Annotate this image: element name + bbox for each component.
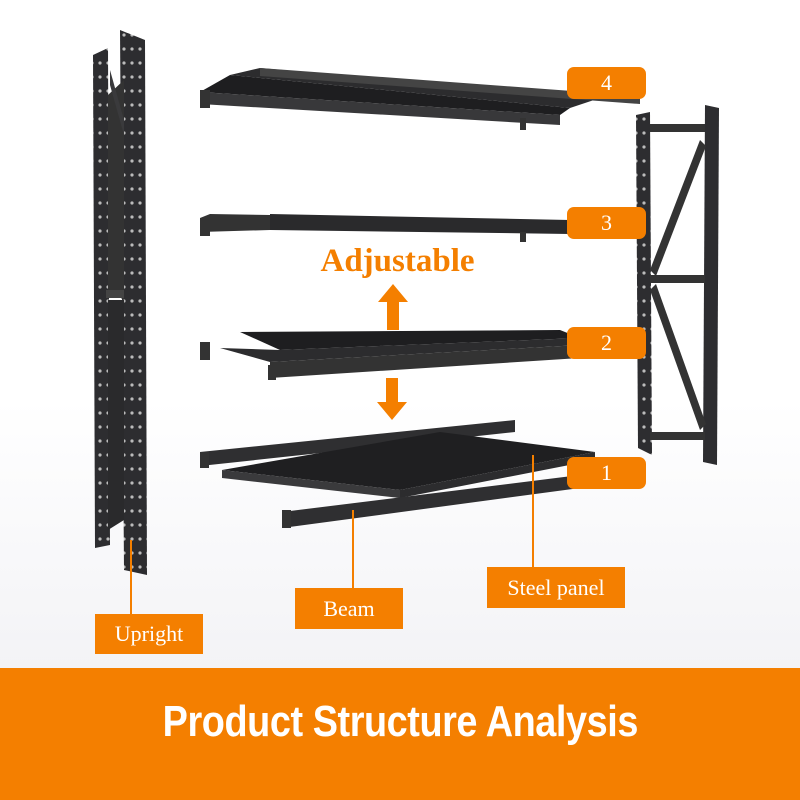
adjustable-label: Adjustable xyxy=(320,243,475,279)
shelf-level-1 xyxy=(200,420,595,528)
upright-leader-line xyxy=(130,540,132,614)
level-2-badge: 2 xyxy=(567,327,646,359)
product-illustration: 4 3 2 1 Adjustable Steel panel Beam Upri… xyxy=(0,0,800,668)
upright-label: Upright xyxy=(95,614,203,654)
shelving-rack-drawing xyxy=(93,30,719,575)
banner-title: Product Structure Analysis xyxy=(162,697,638,746)
shelf-level-4 xyxy=(200,68,640,130)
level-1-badge: 1 xyxy=(567,457,646,489)
shelf-level-3 xyxy=(200,214,570,242)
steel-panel-leader-line xyxy=(532,455,534,567)
down-arrow-icon xyxy=(377,378,407,420)
left-upright-frame xyxy=(93,30,147,575)
right-upright-frame xyxy=(636,105,719,465)
title-banner: Product Structure Analysis xyxy=(0,668,800,800)
shelf-level-2 xyxy=(200,330,580,380)
up-arrow-icon xyxy=(378,284,408,330)
beam-leader-line xyxy=(352,510,354,588)
steel-panel-label: Steel panel xyxy=(487,567,625,608)
level-3-badge: 3 xyxy=(567,207,646,239)
level-4-badge: 4 xyxy=(567,67,646,99)
beam-label: Beam xyxy=(295,588,403,629)
